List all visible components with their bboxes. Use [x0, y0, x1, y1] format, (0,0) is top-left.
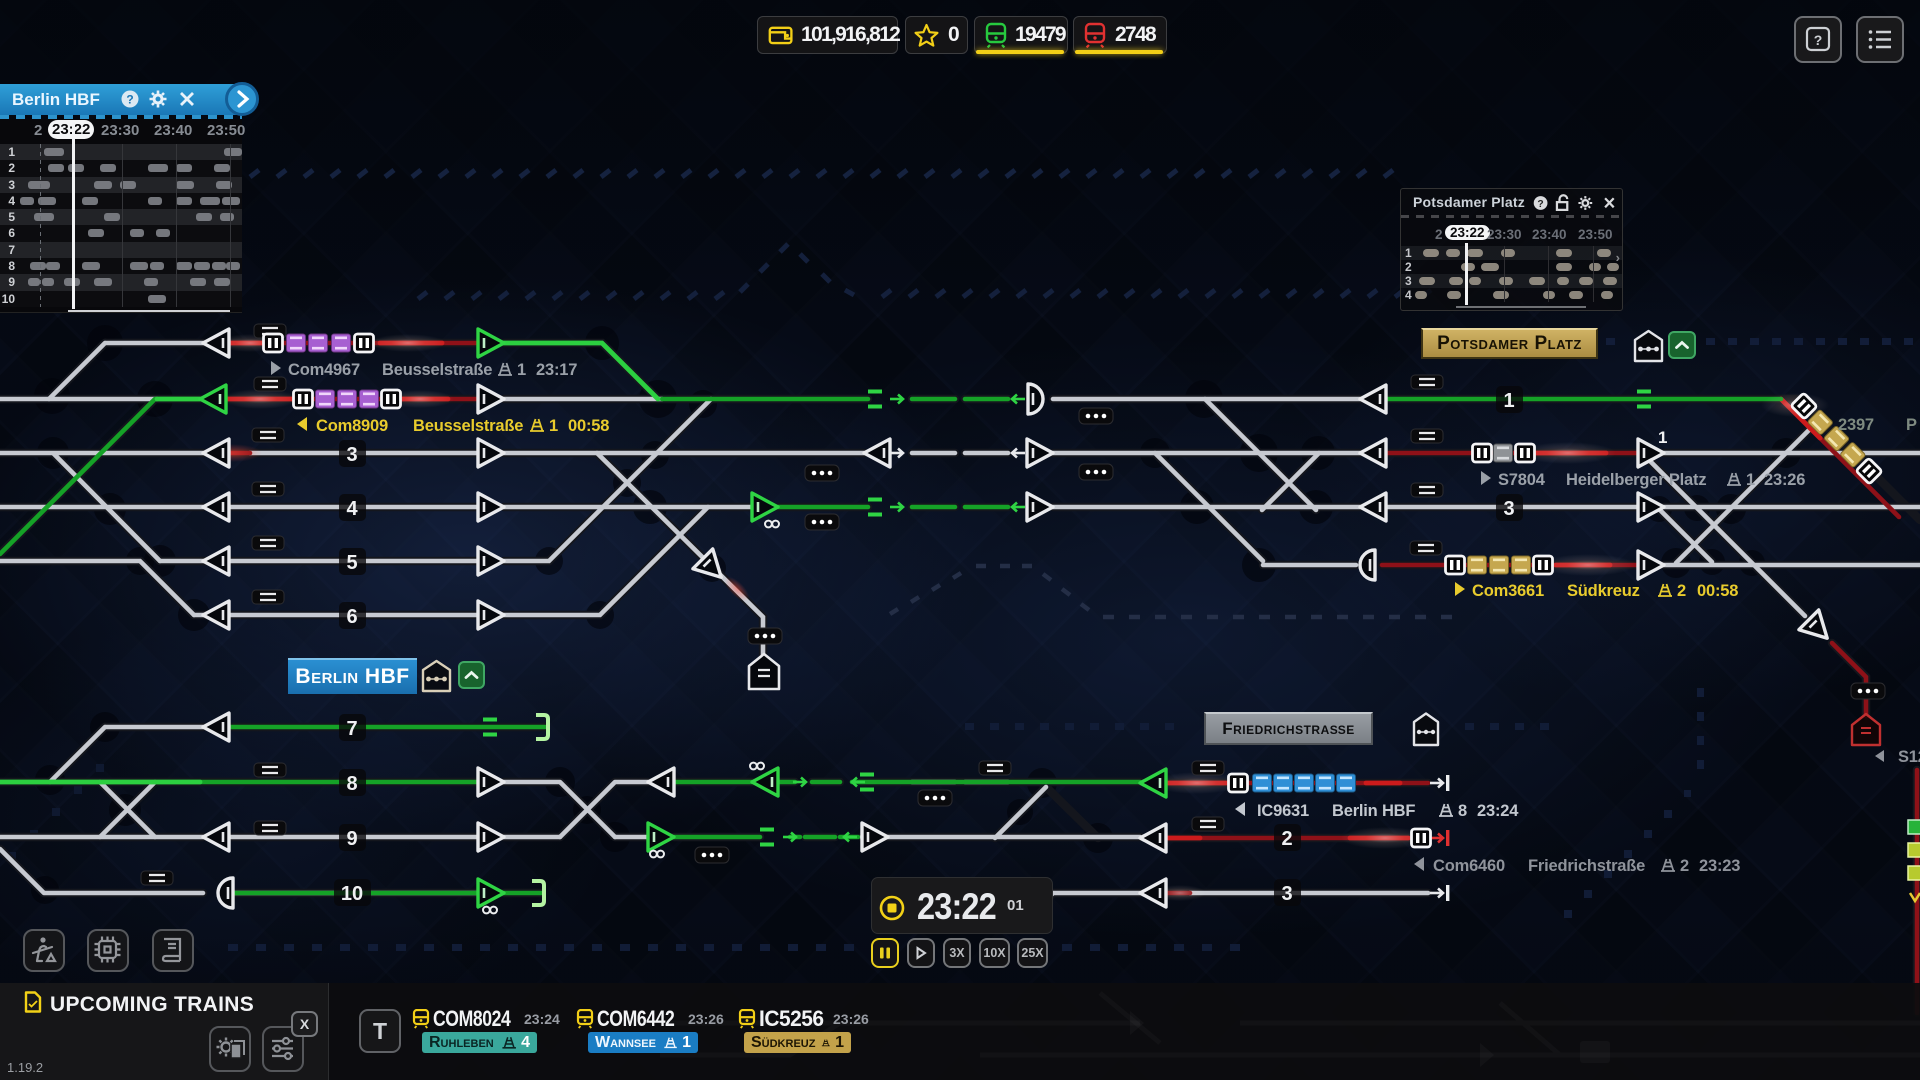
- svg-text:8: 8: [1458, 802, 1467, 820]
- svg-text:23:24: 23:24: [1477, 802, 1519, 820]
- svg-text:7: 7: [346, 718, 357, 740]
- svg-text:3: 3: [346, 444, 357, 466]
- svg-text:Heidelberger Platz: Heidelberger Platz: [1566, 471, 1706, 489]
- svg-text:?: ?: [126, 93, 133, 107]
- svg-text:4: 4: [346, 498, 358, 520]
- svg-text:23:17: 23:17: [536, 361, 577, 379]
- svg-text:3: 3: [1281, 883, 1292, 905]
- svg-text:6: 6: [346, 606, 357, 628]
- svg-text:Com4967: Com4967: [288, 361, 360, 379]
- svg-text:2397: 2397: [1838, 416, 1874, 434]
- svg-text:10: 10: [341, 883, 363, 905]
- svg-text:?: ?: [1814, 32, 1823, 48]
- svg-text:1: 1: [1503, 390, 1514, 412]
- svg-text:1: 1: [549, 417, 558, 435]
- svg-text:?: ?: [1537, 199, 1543, 210]
- svg-text:5: 5: [346, 552, 357, 574]
- svg-text:9: 9: [346, 828, 357, 850]
- svg-text:S7804: S7804: [1498, 471, 1546, 489]
- svg-text:Com3661: Com3661: [1472, 582, 1544, 600]
- svg-text:23:26: 23:26: [1764, 471, 1805, 489]
- svg-text:Com8909: Com8909: [316, 417, 388, 435]
- svg-text:Südkreuz: Südkreuz: [1567, 582, 1640, 600]
- svg-text:Berlin HBF: Berlin HBF: [1332, 802, 1415, 820]
- svg-text:Beusselstraße: Beusselstraße: [413, 417, 523, 435]
- svg-text:S12: S12: [1898, 748, 1920, 766]
- svg-text:Friedrichstraße: Friedrichstraße: [1528, 857, 1645, 875]
- svg-text:IC9631: IC9631: [1257, 802, 1309, 820]
- svg-text:Beusselstraße: Beusselstraße: [382, 361, 492, 379]
- svg-text:8: 8: [346, 773, 357, 795]
- svg-text:1: 1: [1658, 428, 1667, 447]
- svg-text:23:23: 23:23: [1699, 857, 1740, 875]
- svg-text:00:58: 00:58: [1697, 582, 1738, 600]
- svg-text:2: 2: [1281, 828, 1292, 850]
- svg-text:00:58: 00:58: [568, 417, 609, 435]
- svg-text:2: 2: [1677, 582, 1686, 600]
- svg-text:2: 2: [1680, 857, 1689, 875]
- svg-text:1: 1: [517, 361, 526, 379]
- svg-text:1: 1: [1746, 471, 1755, 489]
- svg-text:3: 3: [1503, 498, 1514, 520]
- svg-text:P: P: [1906, 416, 1917, 434]
- svg-text:Com6460: Com6460: [1433, 857, 1505, 875]
